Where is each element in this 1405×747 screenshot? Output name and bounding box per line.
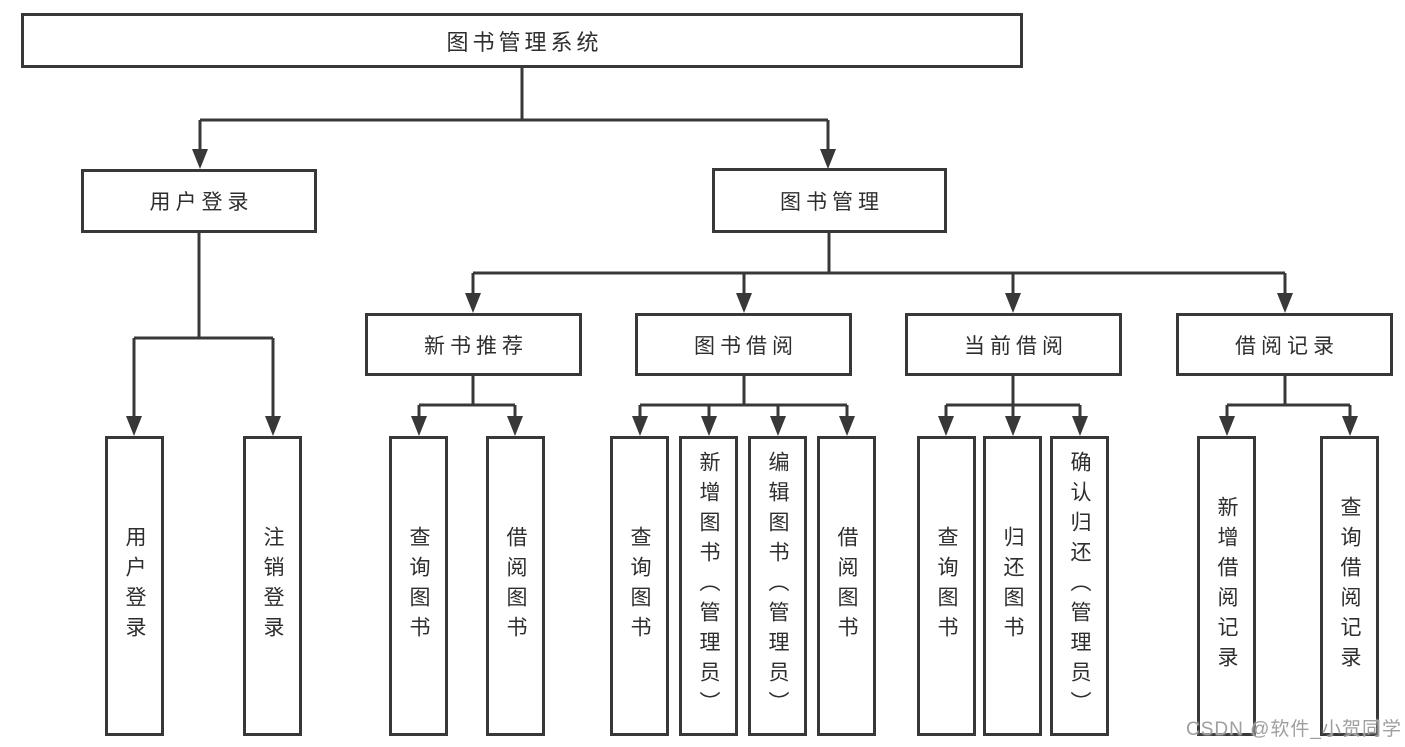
csdn-watermark: CSDN @软件_小贺同学 xyxy=(1186,719,1402,740)
leaf-add-borrow-record: 新增借阅记录 xyxy=(1197,436,1256,736)
leaf-borrow-books: 借阅图书 xyxy=(817,436,876,736)
leaf-confirm-return-admin: 确认归还（管理员） xyxy=(1050,436,1109,736)
node-book-borrowing: 图书借阅 xyxy=(635,313,852,376)
leaf-borrow-books-recommend: 借阅图书 xyxy=(486,436,545,736)
leaf-query-books-recommend: 查询图书 xyxy=(389,436,448,736)
node-user-login-branch: 用户登录 xyxy=(81,169,317,233)
leaf-return-books: 归还图书 xyxy=(983,436,1042,736)
node-new-book-recommend: 新书推荐 xyxy=(365,313,582,376)
leaf-edit-books-admin: 编辑图书（管理员） xyxy=(748,436,807,736)
leaf-query-borrow-record: 查询借阅记录 xyxy=(1320,436,1379,736)
leaf-query-books-current: 查询图书 xyxy=(917,436,976,736)
arrowheads xyxy=(126,149,1358,436)
leaf-user-login: 用户登录 xyxy=(105,436,164,736)
node-book-management: 图书管理 xyxy=(712,168,947,233)
leaf-query-books-borrowing: 查询图书 xyxy=(610,436,669,736)
node-current-borrowing: 当前借阅 xyxy=(905,313,1122,376)
node-library-system: 图书管理系统 xyxy=(21,13,1023,68)
leaf-add-books-admin: 新增图书（管理员） xyxy=(679,436,738,736)
leaf-logout: 注销登录 xyxy=(243,436,302,736)
node-borrowing-records: 借阅记录 xyxy=(1176,313,1393,376)
